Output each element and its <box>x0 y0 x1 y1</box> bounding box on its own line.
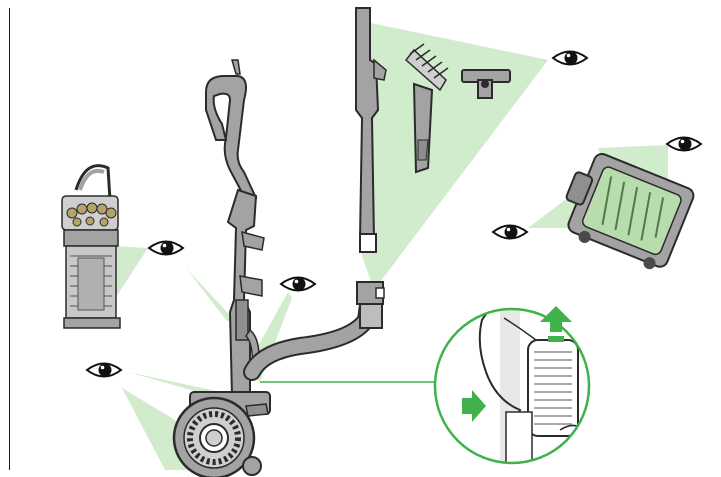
up-arrow-icon <box>540 306 572 342</box>
flexible-hose <box>243 281 385 381</box>
filter-callout <box>433 306 591 465</box>
wand <box>355 7 387 253</box>
eye-icon <box>552 50 588 66</box>
cleaner-head <box>565 152 695 270</box>
stair-tool <box>461 69 511 99</box>
handle <box>205 75 258 202</box>
eye-icon <box>148 240 184 256</box>
combination-tool <box>404 43 449 174</box>
sightline-wand <box>360 22 548 290</box>
eye-icon <box>86 362 122 378</box>
ball-base <box>172 391 271 477</box>
cyclone-bin <box>61 164 121 329</box>
sightline-base-top <box>128 372 230 394</box>
right-arrow-icon <box>462 390 486 422</box>
page-margin-rule <box>9 8 10 470</box>
eye-icon <box>280 276 316 292</box>
sightline-bin <box>114 246 148 300</box>
filter-unit <box>527 339 579 437</box>
eye-icon <box>492 224 528 240</box>
eye-icon <box>666 136 702 152</box>
sightline-bin-area-body <box>186 268 240 326</box>
upright-vacuum-body <box>205 59 265 398</box>
